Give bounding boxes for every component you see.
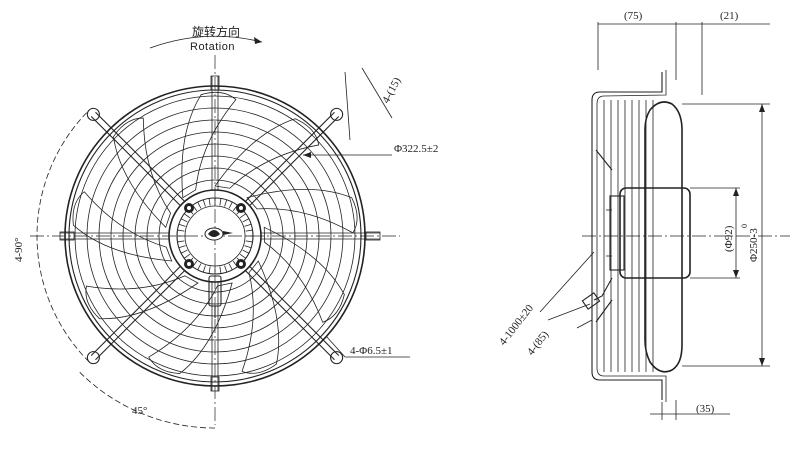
fan-blade xyxy=(113,117,171,229)
angle-45-label: 45° xyxy=(132,405,147,417)
fan-blade xyxy=(181,91,237,199)
angle-90-dimension-arc xyxy=(36,109,90,363)
front-view: 旋转方向 Rotation 4-90° 45° 4-(15) Φ322.5±2 … xyxy=(13,24,438,429)
mount-hole-icon xyxy=(330,107,344,121)
rotation-label-en: Rotation xyxy=(190,41,235,53)
outer-diameter-arrowhead-icon xyxy=(303,152,311,158)
dim-250-upper-tol: 0 xyxy=(740,224,749,228)
guard-frame-inner xyxy=(596,70,667,402)
outer-diameter-label: Φ322.5±2 xyxy=(394,143,438,155)
fan-blade xyxy=(241,260,280,374)
dim-cable-length-label: 4-1000±20 xyxy=(497,302,536,348)
mount-hole-icon xyxy=(86,351,100,365)
grill-struts xyxy=(59,75,381,392)
cable-leader-1 xyxy=(539,251,595,313)
cable-gland-side xyxy=(581,292,601,310)
mount-hole-icon xyxy=(330,351,344,365)
dim-250-label: Φ250-3 xyxy=(748,228,760,262)
fan-blade xyxy=(85,275,199,320)
cable xyxy=(593,277,613,301)
mount-hole-icon xyxy=(86,107,100,121)
dim-92-label: (Φ92) xyxy=(723,225,735,252)
cable-leader-2 xyxy=(547,303,591,321)
brand-logo xyxy=(204,227,233,241)
dim-75-label: (75) xyxy=(624,10,643,22)
hub-bolts xyxy=(184,203,246,269)
dim-four-15-label: 4-(15) xyxy=(380,75,404,105)
dim-15-extension xyxy=(344,71,351,141)
motor-body xyxy=(619,187,691,279)
fan-blade xyxy=(263,226,345,323)
blade-profile xyxy=(644,101,683,373)
side-view: (75) (21) (Φ92) Φ250-3 0 xyxy=(497,10,790,420)
motor-hub xyxy=(168,189,262,318)
mount-hole-leader xyxy=(325,335,346,358)
fan-blade xyxy=(246,189,358,234)
dim-35-label: (35) xyxy=(696,403,715,415)
angle-45-dimension-arc xyxy=(78,371,216,429)
motor-flange xyxy=(609,195,625,271)
rotation-label-cn: 旋转方向 xyxy=(192,24,240,39)
hub-fins xyxy=(177,198,253,274)
dim-21-label: (21) xyxy=(720,10,739,22)
rotation-arrowhead-icon xyxy=(254,37,262,44)
dim-15-leader xyxy=(361,67,393,119)
fan-blade xyxy=(214,118,320,189)
rotation-arrow xyxy=(149,35,263,49)
angle-90-label: 4-90° xyxy=(13,237,25,262)
mount-hole-label: 4-Φ6.5±1 xyxy=(350,345,393,357)
dim-85-label: 4-(85) xyxy=(525,329,552,358)
